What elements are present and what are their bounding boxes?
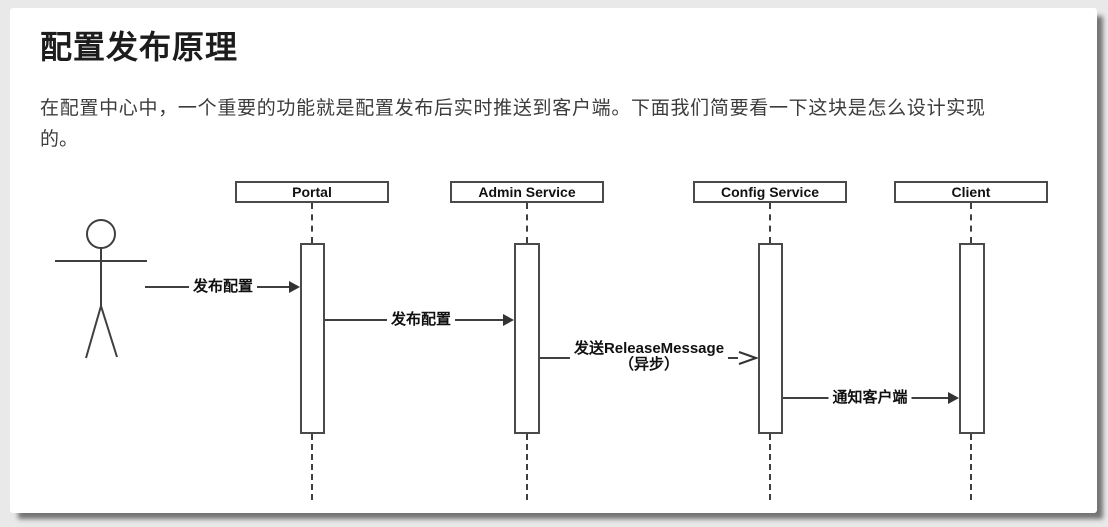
message-label-2: 发布配置	[386, 311, 456, 328]
message-label-1: 发布配置	[188, 278, 258, 295]
lifeline-admin-top	[526, 203, 528, 243]
lifeline-portal-bottom	[311, 434, 313, 500]
sequence-diagram: Portal Admin Service Config Service Clie…	[10, 8, 1097, 513]
participant-box-client: Client	[894, 181, 1048, 203]
arrowhead-filled-icon	[289, 281, 300, 293]
lifeline-config-bottom	[769, 434, 771, 500]
page-title: 配置发布原理	[40, 29, 239, 65]
activation-bar-portal	[300, 243, 325, 434]
actor-stick-figure-icon	[55, 219, 147, 359]
intro-paragraph: 在配置中心中，一个重要的功能就是配置发布后实时推送到客户端。下面我们简要看一下这…	[40, 98, 985, 150]
message-label-4: 通知客户端	[828, 389, 912, 406]
participant-box-portal: Portal	[235, 181, 389, 203]
participant-box-config-service: Config Service	[693, 181, 847, 203]
message-label-3-line1: 发送ReleaseMessage	[573, 340, 725, 357]
lifeline-client-bottom	[970, 434, 972, 500]
lifeline-config-top	[769, 203, 771, 243]
participant-box-admin-service: Admin Service	[450, 181, 604, 203]
arrowhead-open-icon	[738, 351, 758, 365]
activation-bar-config-service	[758, 243, 783, 434]
lifeline-admin-bottom	[526, 434, 528, 500]
message-label-3: 发送ReleaseMessage （异步）	[569, 340, 729, 373]
lifeline-client-top	[970, 203, 972, 243]
activation-bar-admin-service	[514, 243, 540, 434]
arrowhead-filled-icon	[503, 314, 514, 326]
lifeline-portal-top	[311, 203, 313, 243]
content-card: 配置发布原理 在配置中心中，一个重要的功能就是配置发布后实时推送到客户端。下面我…	[10, 8, 1097, 513]
message-label-3-line2: （异步）	[618, 356, 679, 373]
arrowhead-filled-icon	[948, 392, 959, 404]
activation-bar-client	[959, 243, 985, 434]
